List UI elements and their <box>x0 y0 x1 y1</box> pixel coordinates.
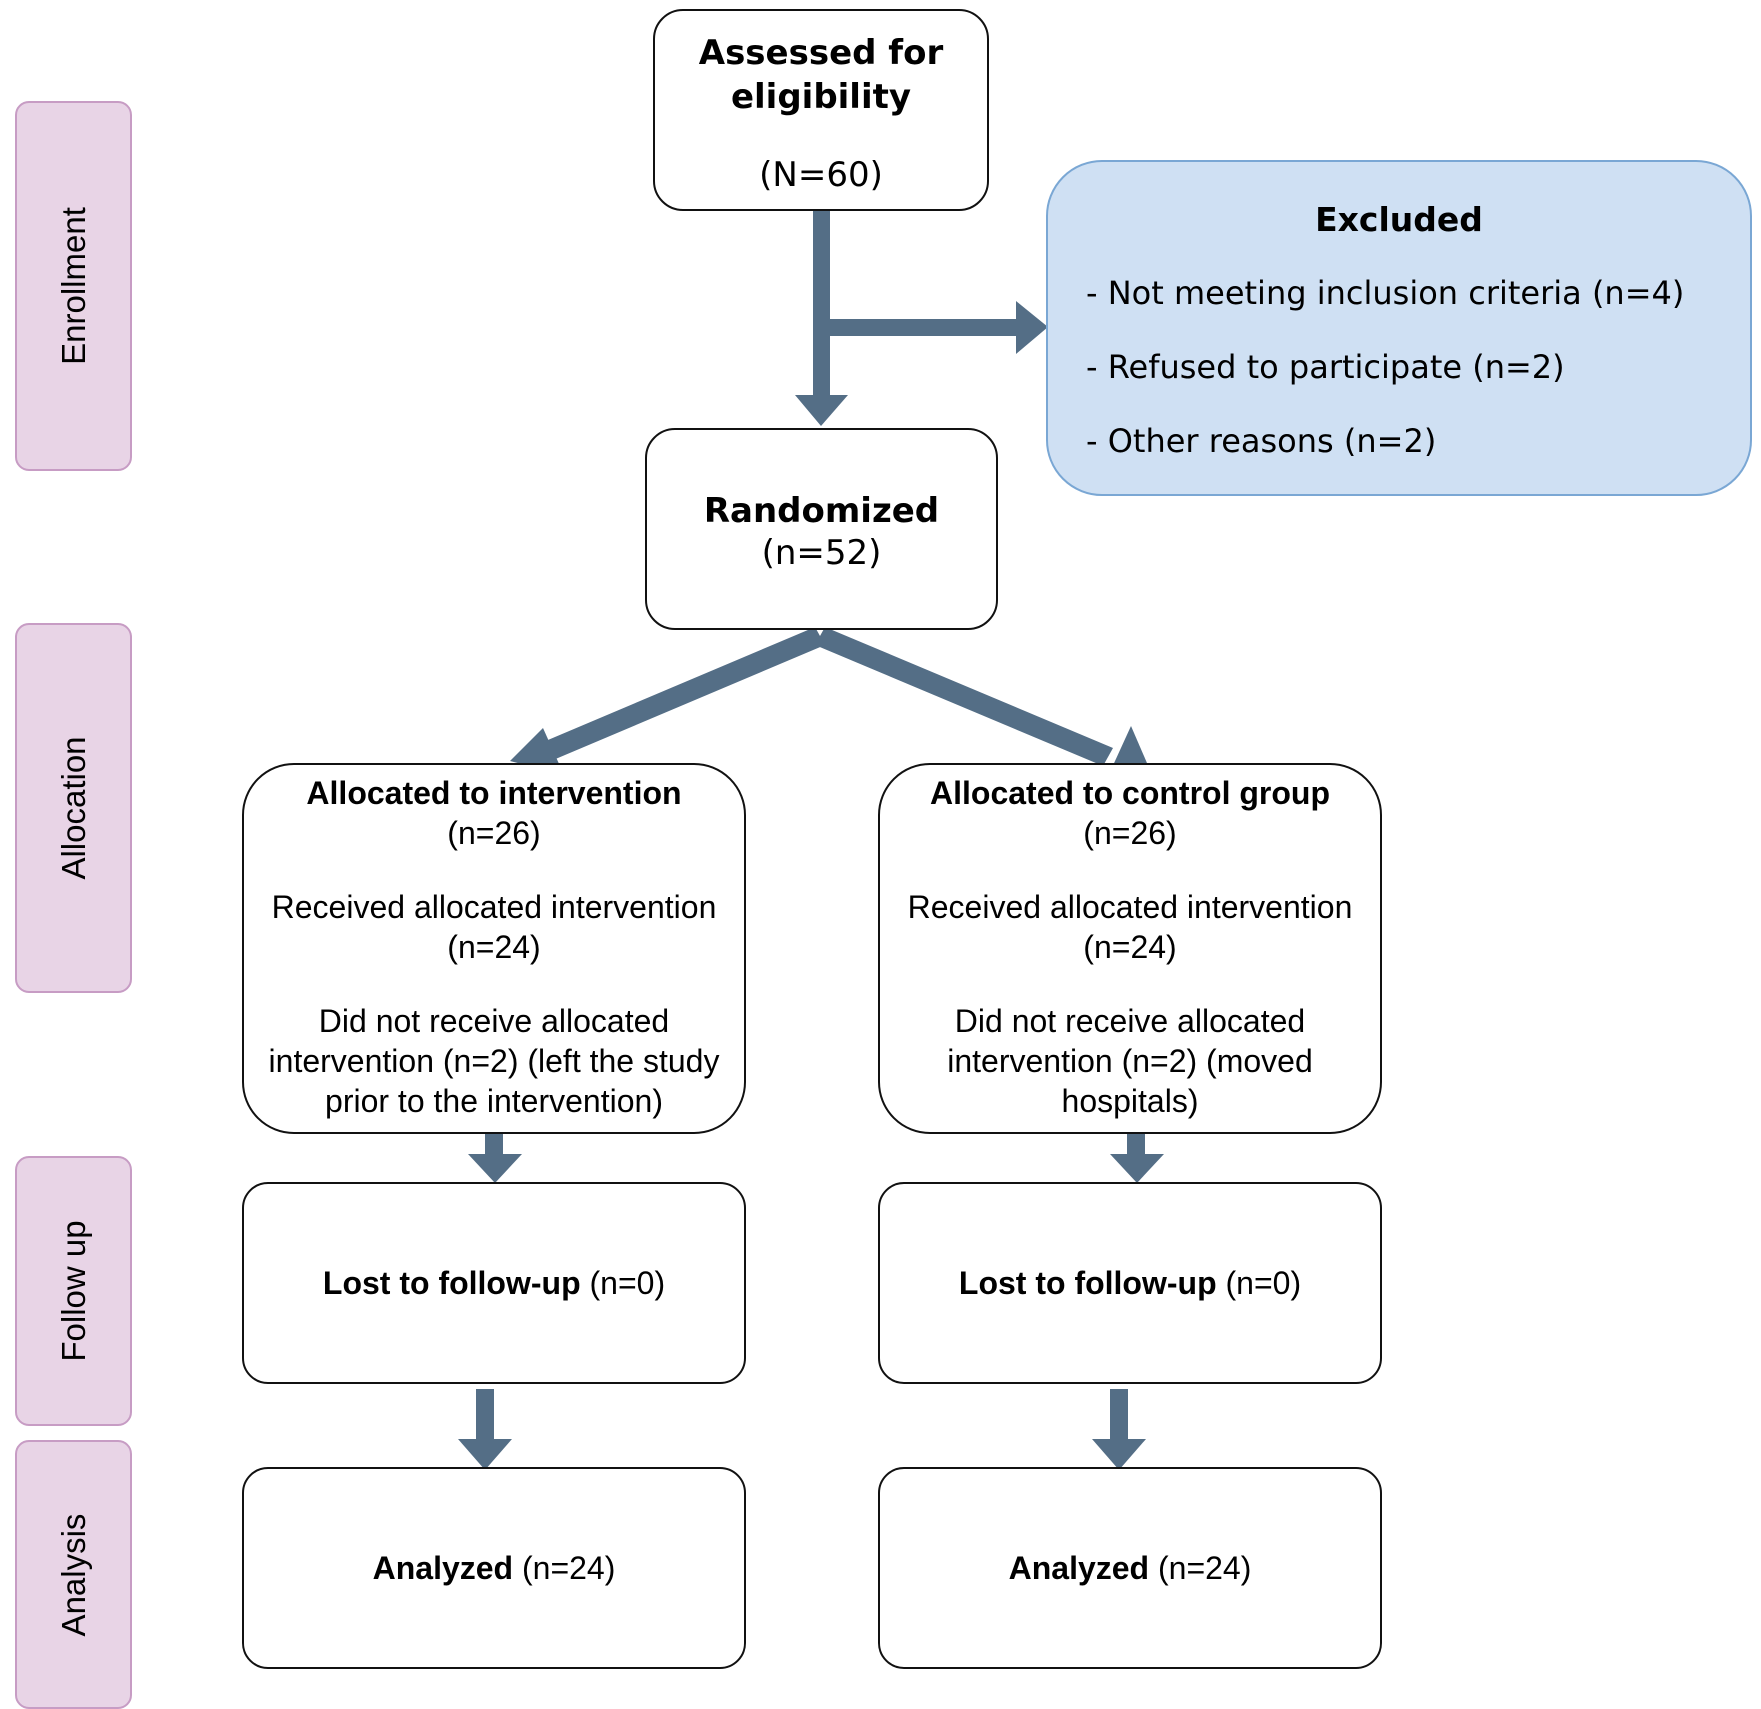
intervention-not-received-line: Did not receive allocated <box>318 1003 670 1039</box>
arrow-to-excluded-shaft <box>830 319 1016 336</box>
control-not-received-line: Did not receive allocated <box>954 1003 1306 1039</box>
arrow-to-control-shaft <box>815 627 1113 766</box>
excluded-title: Excluded <box>1315 200 1483 239</box>
arrow-control-to-followup-shaft <box>1127 1134 1145 1154</box>
randomized-count: (n=52) <box>761 533 882 573</box>
arrow-control-to-followup-head <box>1110 1154 1164 1183</box>
stage-analysis-label: Analysis <box>54 1513 92 1636</box>
arrow-control-to-analysis-head <box>1092 1439 1146 1470</box>
control-analyzed-label: Analyzed <box>1008 1550 1150 1586</box>
randomized-title: Randomized <box>703 491 940 531</box>
control-followup-box: Lost to follow-up (n=0) <box>878 1182 1382 1384</box>
stage-allocation-label: Allocation <box>54 736 92 880</box>
assessed-title-line1: Assessed for <box>698 33 944 73</box>
control-lost-line: Lost to follow-up (n=0) <box>880 1263 1380 1303</box>
intervention-analyzed-line: Analyzed (n=24) <box>244 1548 744 1588</box>
arrow-to-control-head <box>1110 726 1150 772</box>
intervention-allocation-box: Allocated to intervention (n=26) Receive… <box>242 763 746 1134</box>
stage-follow-up: Follow up <box>15 1156 132 1426</box>
assessed-count: (N=60) <box>759 155 883 195</box>
stage-allocation: Allocation <box>15 623 132 993</box>
intervention-analyzed-count: (n=24) <box>521 1550 616 1586</box>
intervention-analyzed-label: Analyzed <box>372 1550 514 1586</box>
arrow-assessed-to-randomized-shaft <box>813 210 830 395</box>
stage-analysis: Analysis <box>15 1440 132 1709</box>
control-lost-count: (n=0) <box>1225 1265 1302 1301</box>
arrow-intervention-to-followup-shaft <box>485 1134 503 1154</box>
control-not-received-line: hospitals) <box>1061 1083 1199 1119</box>
intervention-allocated-title: Allocated to intervention <box>306 775 682 811</box>
stage-enrollment-label: Enrollment <box>54 207 92 365</box>
excluded-reason: - Other reasons (n=2) <box>1086 422 1437 460</box>
arrow-intervention-to-followup-head <box>468 1154 522 1183</box>
control-allocated-title: Allocated to control group <box>930 775 1330 811</box>
intervention-not-received-line: prior to the intervention) <box>325 1083 663 1119</box>
intervention-analysis-box: Analyzed (n=24) <box>242 1467 746 1669</box>
arrow-intervention-to-analysis-shaft <box>476 1389 494 1439</box>
intervention-followup-box: Lost to follow-up (n=0) <box>242 1182 746 1384</box>
intervention-lost-count: (n=0) <box>589 1265 666 1301</box>
randomized-box: Randomized (n=52) <box>645 428 998 630</box>
control-lost-label: Lost to follow-up <box>958 1265 1217 1301</box>
excluded-box: Excluded - Not meeting inclusion criteri… <box>1046 160 1752 496</box>
intervention-received-count: (n=24) <box>447 929 541 965</box>
control-allocation-box: Allocated to control group (n=26) Receiv… <box>878 763 1382 1134</box>
stage-enrollment: Enrollment <box>15 101 132 471</box>
intervention-allocated-count: (n=26) <box>447 815 541 851</box>
arrow-control-to-analysis-shaft <box>1110 1389 1128 1439</box>
assessed-box: Assessed for eligibility (N=60) <box>653 9 989 211</box>
intervention-lost-label: Lost to follow-up <box>322 1265 581 1301</box>
stage-follow-up-label: Follow up <box>54 1220 92 1362</box>
excluded-reason: - Not meeting inclusion criteria (n=4) <box>1086 274 1685 312</box>
arrow-to-intervention-shaft <box>529 627 825 766</box>
control-allocated-count: (n=26) <box>1083 815 1177 851</box>
arrow-assessed-to-randomized-head <box>795 395 848 426</box>
control-received-label: Received allocated intervention <box>907 889 1353 925</box>
control-analysis-box: Analyzed (n=24) <box>878 1467 1382 1669</box>
control-analyzed-count: (n=24) <box>1157 1550 1252 1586</box>
excluded-reason: - Refused to participate (n=2) <box>1086 348 1565 386</box>
intervention-not-received-line: intervention (n=2) (left the study <box>268 1043 720 1079</box>
intervention-received-label: Received allocated intervention <box>271 889 717 925</box>
control-analyzed-line: Analyzed (n=24) <box>880 1548 1380 1588</box>
intervention-lost-line: Lost to follow-up (n=0) <box>244 1263 744 1303</box>
control-received-count: (n=24) <box>1083 929 1177 965</box>
arrow-to-excluded-head <box>1016 301 1048 354</box>
arrow-intervention-to-analysis-head <box>458 1439 512 1470</box>
assessed-title-line2: eligibility <box>730 77 912 117</box>
control-not-received-line: intervention (n=2) (moved <box>947 1043 1313 1079</box>
